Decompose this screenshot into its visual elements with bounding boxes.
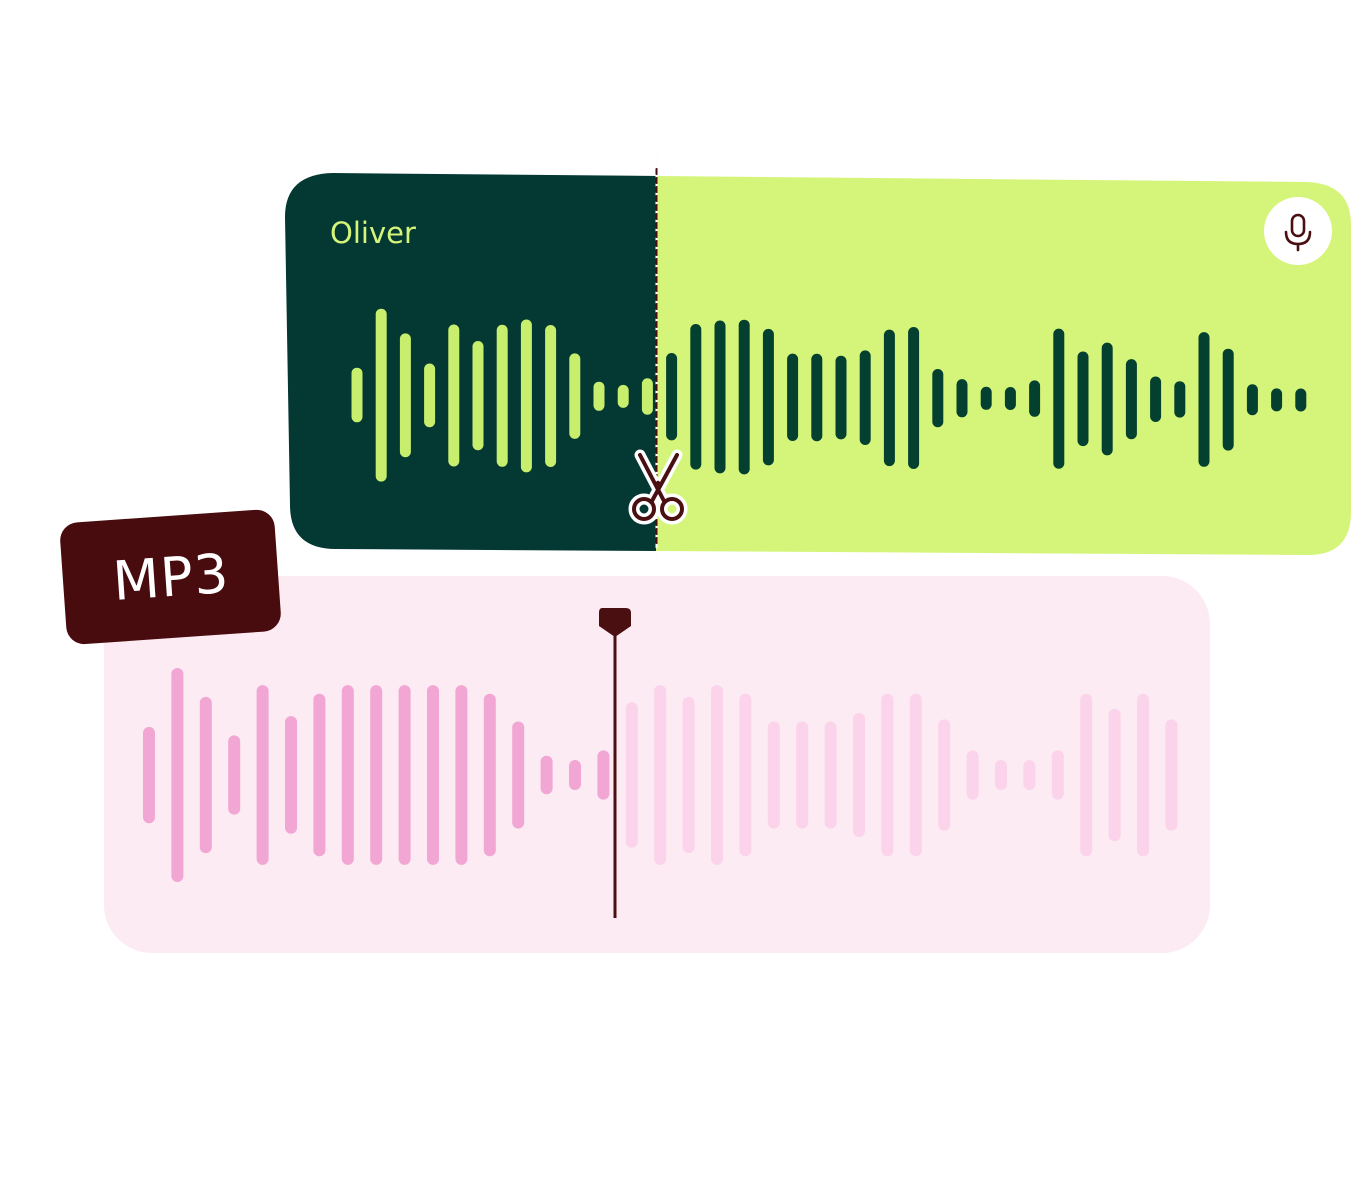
playhead-handle[interactable] bbox=[599, 608, 631, 637]
waveform-bar bbox=[908, 327, 920, 469]
waveform-bar bbox=[641, 378, 653, 415]
waveform-bar bbox=[1125, 359, 1137, 440]
waveform-bar-unplayed bbox=[1165, 719, 1178, 831]
waveform-bar bbox=[690, 324, 702, 470]
waveform-bar-unplayed bbox=[1137, 693, 1149, 857]
waveform-bar-played bbox=[313, 693, 326, 857]
player-card bbox=[104, 576, 1210, 953]
waveform-bar bbox=[448, 324, 460, 467]
waveform-bar bbox=[593, 381, 605, 411]
microphone-icon bbox=[1284, 213, 1312, 252]
waveform-bar-played bbox=[398, 685, 411, 865]
waveform-bar-played bbox=[455, 685, 468, 865]
waveform-bar bbox=[1271, 388, 1283, 412]
waveform-bar bbox=[520, 319, 532, 473]
waveform-bar-played bbox=[341, 685, 354, 865]
waveform-bar bbox=[545, 325, 557, 467]
waveform-bar bbox=[617, 384, 629, 408]
waveform-bar-played bbox=[370, 685, 383, 865]
waveform-bar-unplayed bbox=[853, 712, 865, 837]
microphone-button-background bbox=[1264, 197, 1332, 265]
waveform-bar-unplayed bbox=[711, 685, 723, 865]
waveform-bar bbox=[1198, 332, 1210, 467]
waveform-bar-played bbox=[540, 755, 553, 795]
waveform-bar-unplayed bbox=[1108, 708, 1121, 842]
waveform-bar bbox=[351, 367, 363, 423]
waveform-bar-unplayed bbox=[909, 693, 922, 857]
waveform-bar bbox=[1077, 351, 1089, 447]
player-waveform bbox=[143, 668, 1178, 882]
waveform-bar-unplayed bbox=[824, 721, 837, 829]
waveform-bar-played bbox=[427, 685, 439, 865]
waveform-bar bbox=[1174, 381, 1186, 418]
waveform-bar-unplayed bbox=[995, 760, 1007, 790]
waveform-bar-unplayed bbox=[739, 693, 752, 857]
waveform-bar bbox=[424, 363, 436, 428]
scissors-icon[interactable] bbox=[628, 449, 688, 525]
waveform-bar-unplayed bbox=[1080, 693, 1093, 857]
waveform-bar-unplayed bbox=[625, 702, 638, 848]
waveform-bar bbox=[1004, 387, 1016, 410]
waveform-bar-unplayed bbox=[767, 721, 780, 829]
waveform-bar bbox=[1295, 388, 1307, 412]
recording-card-dark-section bbox=[285, 173, 658, 556]
waveform-bar-unplayed bbox=[966, 750, 979, 800]
waveform-bar bbox=[980, 386, 992, 410]
waveform-bar-played bbox=[483, 693, 496, 857]
waveform-bar-played bbox=[569, 760, 581, 790]
waveform-bar-unplayed bbox=[682, 696, 695, 854]
waveform-bar-played bbox=[228, 735, 241, 815]
waveform-bar bbox=[811, 353, 823, 442]
waveform-bar bbox=[496, 324, 508, 467]
waveform-bar bbox=[714, 320, 726, 474]
recording-waveform bbox=[351, 308, 1307, 482]
waveform-bar-played bbox=[171, 668, 184, 882]
waveform-bar-unplayed bbox=[1051, 750, 1064, 800]
waveform-bar bbox=[472, 341, 484, 451]
waveform-bar bbox=[666, 353, 678, 441]
waveform-bar-played bbox=[143, 726, 155, 824]
waveform-bar-unplayed bbox=[938, 719, 951, 831]
waveform-bar-played bbox=[199, 696, 212, 854]
format-badge-background bbox=[60, 509, 281, 645]
waveform-bar bbox=[1222, 348, 1234, 451]
waveform-bar bbox=[883, 329, 895, 467]
waveform-bar bbox=[956, 379, 968, 418]
format-badge-label: MP3 bbox=[111, 542, 232, 613]
playhead[interactable] bbox=[599, 608, 631, 918]
waveform-bar bbox=[1029, 380, 1041, 417]
waveform-bar-played bbox=[597, 750, 610, 800]
recording-card: Oliver bbox=[285, 168, 1351, 556]
waveform-bar bbox=[399, 333, 411, 458]
speaker-name: Oliver bbox=[330, 216, 416, 250]
waveform-bar-played bbox=[285, 716, 297, 834]
waveform-bar-unplayed bbox=[1023, 760, 1036, 790]
waveform-bar bbox=[1101, 342, 1113, 456]
format-badge: MP3 bbox=[60, 509, 281, 645]
recording-card-light-section bbox=[656, 173, 1351, 556]
waveform-bar bbox=[738, 319, 750, 475]
waveform-bar-unplayed bbox=[881, 693, 894, 857]
waveform-bar bbox=[1246, 384, 1258, 416]
waveform-bar bbox=[859, 350, 871, 445]
waveform-bar-unplayed bbox=[796, 721, 809, 829]
waveform-bar-played bbox=[512, 721, 525, 829]
waveform-bar-unplayed bbox=[654, 685, 667, 865]
waveform-bar bbox=[375, 308, 387, 482]
waveform-bar bbox=[787, 353, 799, 441]
waveform-bar bbox=[1150, 376, 1162, 422]
waveform-bar bbox=[1053, 328, 1065, 469]
waveform-bar bbox=[932, 369, 944, 428]
microphone-button[interactable] bbox=[1264, 197, 1332, 265]
waveform-bar bbox=[762, 328, 774, 466]
waveform-bar bbox=[835, 355, 847, 440]
waveform-bar-played bbox=[256, 685, 269, 865]
waveform-bar bbox=[569, 353, 581, 439]
